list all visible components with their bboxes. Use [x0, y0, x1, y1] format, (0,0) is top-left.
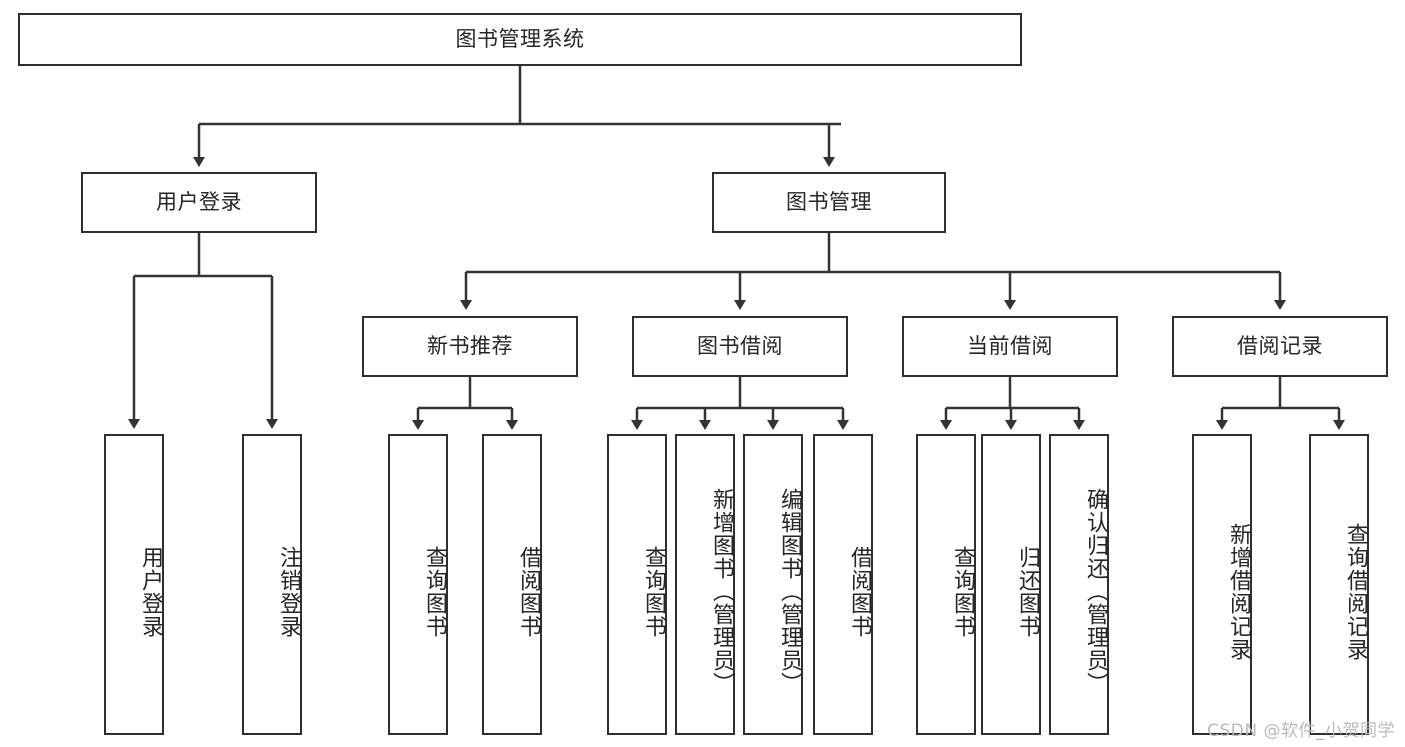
node-leaf-add-book[interactable]: 新增图书（管理员） [675, 434, 735, 735]
node-leaf-query-book-3[interactable]: 查询图书 [916, 434, 976, 735]
node-new-book-rec[interactable]: 新书推荐 [362, 316, 578, 377]
node-user-login[interactable]: 用户登录 [81, 172, 317, 233]
node-book-manage[interactable]: 图书管理 [712, 172, 946, 233]
node-root[interactable]: 图书管理系统 [18, 13, 1022, 66]
node-book-manage-label: 图书管理 [786, 189, 872, 214]
node-user-login-label: 用户登录 [156, 189, 242, 214]
node-leaf-return-book-label: 归还图书 [1015, 545, 1040, 638]
node-leaf-confirm-return-label: 确认归还（管理员） [1083, 488, 1108, 695]
node-leaf-user-login[interactable]: 用户登录 [104, 434, 164, 735]
node-leaf-query-record-label: 查询借阅记录 [1343, 522, 1368, 661]
node-leaf-borrow-book-1[interactable]: 借阅图书 [482, 434, 542, 735]
node-leaf-add-record-label: 新增借阅记录 [1226, 522, 1251, 661]
node-leaf-confirm-return[interactable]: 确认归还（管理员） [1049, 434, 1109, 735]
node-current-borrow[interactable]: 当前借阅 [902, 316, 1118, 377]
node-leaf-query-book-2[interactable]: 查询图书 [607, 434, 667, 735]
node-leaf-query-book-1[interactable]: 查询图书 [388, 434, 448, 735]
node-leaf-query-book-3-label: 查询图书 [950, 545, 975, 638]
node-leaf-user-logout[interactable]: 注销登录 [242, 434, 302, 735]
node-book-borrow[interactable]: 图书借阅 [632, 316, 848, 377]
node-leaf-borrow-book-2[interactable]: 借阅图书 [813, 434, 873, 735]
node-leaf-return-book[interactable]: 归还图书 [981, 434, 1041, 735]
node-book-borrow-label: 图书借阅 [697, 333, 783, 358]
node-leaf-edit-book[interactable]: 编辑图书（管理员） [743, 434, 803, 735]
node-borrow-record[interactable]: 借阅记录 [1172, 316, 1388, 377]
watermark: CSDN @软件_小贺同学 [1207, 721, 1395, 741]
node-leaf-borrow-book-2-label: 借阅图书 [847, 545, 872, 638]
node-leaf-query-record[interactable]: 查询借阅记录 [1309, 434, 1369, 735]
node-leaf-borrow-book-1-label: 借阅图书 [516, 545, 541, 638]
node-leaf-add-record[interactable]: 新增借阅记录 [1192, 434, 1252, 735]
node-leaf-user-logout-label: 注销登录 [276, 545, 301, 638]
node-new-book-rec-label: 新书推荐 [427, 333, 513, 358]
node-leaf-query-book-2-label: 查询图书 [641, 545, 666, 638]
node-leaf-add-book-label: 新增图书（管理员） [709, 488, 734, 695]
node-current-borrow-label: 当前借阅 [967, 333, 1053, 358]
node-borrow-record-label: 借阅记录 [1237, 333, 1323, 358]
node-leaf-user-login-label: 用户登录 [138, 545, 163, 638]
node-leaf-edit-book-label: 编辑图书（管理员） [777, 488, 802, 695]
node-root-label: 图书管理系统 [455, 26, 585, 51]
node-leaf-query-book-1-label: 查询图书 [422, 545, 447, 638]
